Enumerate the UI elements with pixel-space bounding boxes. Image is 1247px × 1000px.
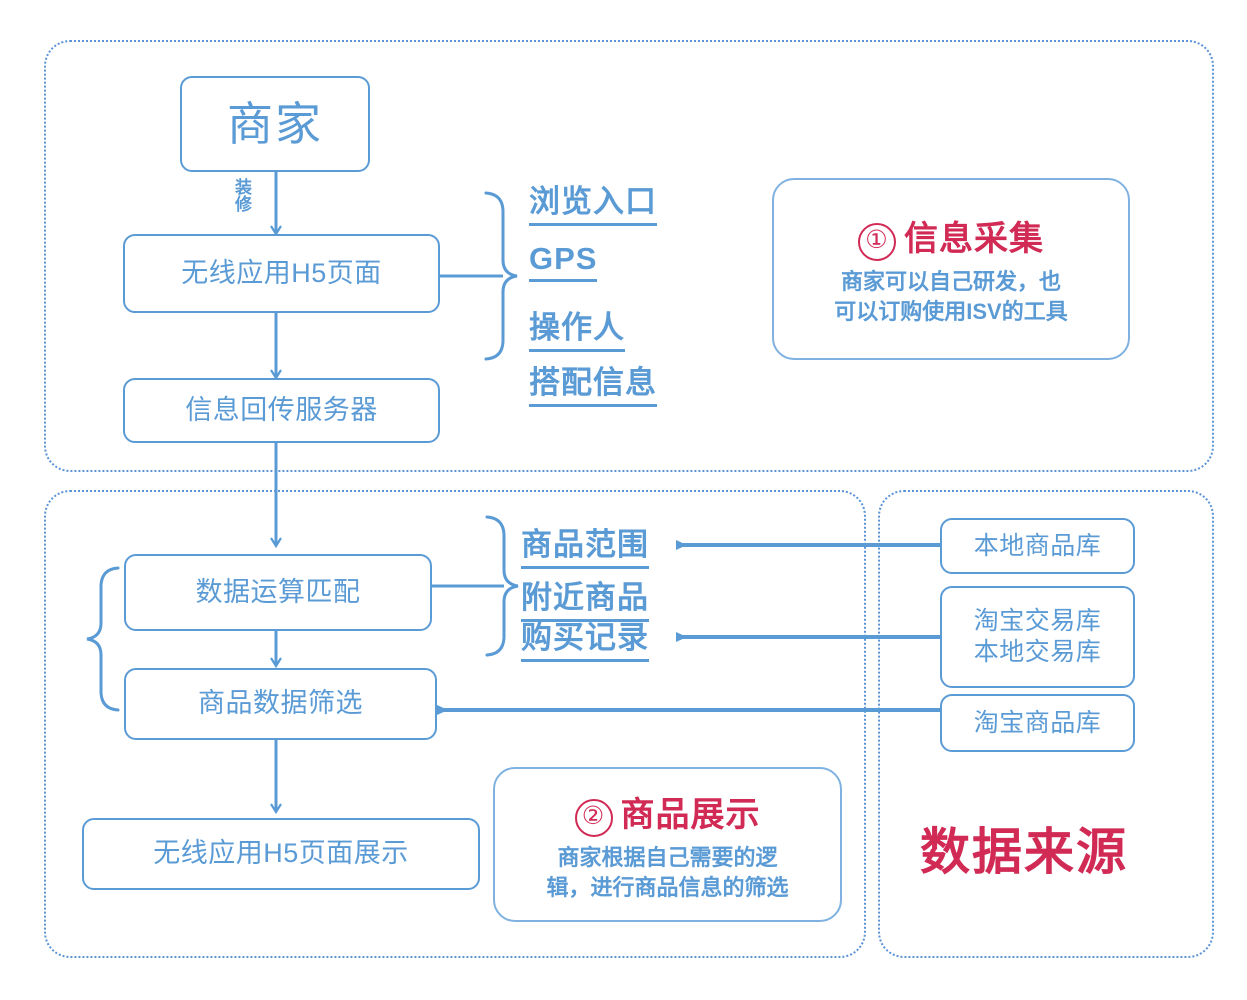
- node-h5-display[interactable]: 无线应用H5页面展示: [82, 818, 480, 890]
- node-data-match-label: 数据运算匹配: [195, 576, 361, 607]
- callout-number-1: ①: [858, 223, 896, 262]
- callout-product-display-title-text: 商品展示: [620, 795, 761, 834]
- attr-product-range[interactable]: 商品范围: [521, 519, 649, 569]
- node-taobao-product-db-label: 淘宝商品库: [973, 708, 1102, 737]
- edge-label-decoration: 装修: [232, 178, 251, 212]
- node-trade-db[interactable]: 淘宝交易库 本地交易库: [940, 586, 1135, 688]
- node-taobao-product-db[interactable]: 淘宝商品库: [940, 694, 1135, 752]
- data-source-label: 数据来源: [920, 824, 1128, 880]
- product-display-group: [44, 490, 866, 958]
- node-trade-db-label-2: 本地交易库: [973, 638, 1102, 666]
- attr-browse-entry[interactable]: 浏览入口: [529, 176, 657, 226]
- attr-purchase-records[interactable]: 购买记录: [521, 612, 649, 662]
- attr-nearby-products[interactable]: 附近商品: [521, 572, 649, 622]
- node-report-server[interactable]: 信息回传服务器: [123, 378, 440, 443]
- node-data-match[interactable]: 数据运算匹配: [124, 554, 432, 631]
- callout-number-2: ②: [574, 798, 613, 837]
- node-data-filter-label: 商品数据筛选: [198, 688, 363, 719]
- node-h5-page-label: 无线应用H5页面: [181, 257, 382, 288]
- node-report-server-label: 信息回传服务器: [185, 394, 378, 425]
- data-source-group: [878, 490, 1214, 958]
- node-local-product-db[interactable]: 本地商品库: [940, 518, 1135, 574]
- node-h5-display-label: 无线应用H5页面展示: [153, 838, 409, 869]
- attr-match-info[interactable]: 搭配信息: [529, 357, 657, 407]
- attr-gps[interactable]: GPS: [529, 241, 598, 282]
- attr-operator[interactable]: 操作人: [529, 302, 625, 352]
- node-h5-page[interactable]: 无线应用H5页面: [123, 234, 440, 313]
- node-merchant-label: 商家: [227, 97, 323, 150]
- node-merchant[interactable]: 商家: [180, 76, 370, 172]
- callout-product-display-body: 商家根据自己需要的逻 辑，进行商品信息的筛选: [546, 844, 789, 900]
- info-collection-group: [44, 40, 1214, 472]
- callout-info-collection-title-text: 信息采集: [904, 220, 1044, 259]
- node-trade-db-label-1: 淘宝交易库: [973, 606, 1102, 635]
- node-data-filter[interactable]: 商品数据筛选: [124, 668, 437, 740]
- callout-info-collection-body: 商家可以自己研发，也 可以订购使用ISV的工具: [834, 269, 1068, 324]
- node-local-product-db-label: 本地商品库: [973, 531, 1102, 560]
